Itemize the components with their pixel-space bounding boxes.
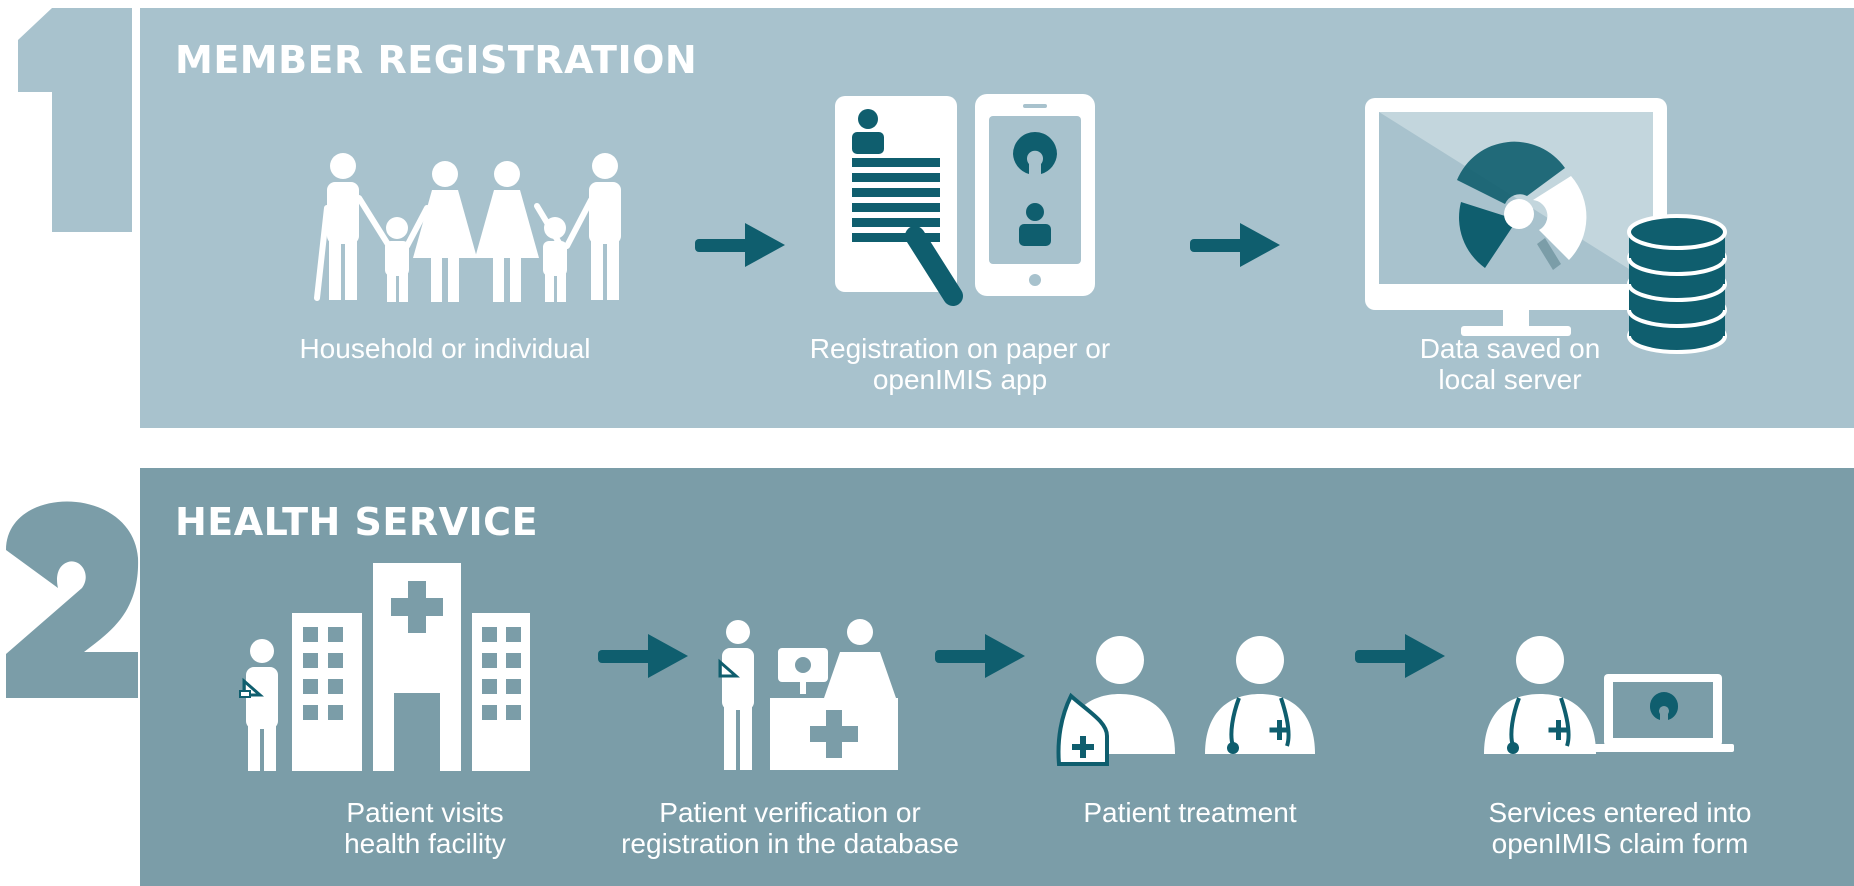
reception-desk-icon — [718, 619, 898, 770]
patient-and-doctor-icon — [1056, 636, 1315, 766]
arrow-right-icon — [935, 634, 1025, 678]
step-label: Services entered into openIMIS claim for… — [1488, 797, 1752, 859]
health-service-panel: HEALTH SERVICE Patient visits health fac… — [140, 468, 1854, 886]
section-title: HEALTH SERVICE — [175, 500, 539, 544]
step-label: Patient treatment — [1083, 797, 1297, 828]
member-registration-panel: MEMBER REGISTRATION — [140, 8, 1854, 428]
arrow-right-icon — [695, 223, 785, 267]
arrow-right-icon — [598, 634, 688, 678]
section-number-2 — [6, 501, 139, 698]
monitor-and-database-icon — [1365, 98, 1727, 354]
arrow-right-icon — [1190, 223, 1280, 267]
step-label: Patient verification or registration in … — [621, 797, 959, 859]
step-label: Patient visits health facility — [344, 797, 506, 859]
step-label: Registration on paper or openIMIS app — [809, 333, 1111, 395]
section-number-1 — [18, 8, 132, 232]
paper-form-and-tablet-icon — [835, 94, 1095, 306]
step-label: Household or individual — [299, 333, 591, 364]
section-title: MEMBER REGISTRATION — [175, 38, 698, 82]
arrow-right-icon — [1355, 634, 1445, 678]
patient-and-hospital-icon — [239, 563, 530, 771]
family-icon — [314, 153, 621, 302]
step-label: Data saved on local server — [1419, 333, 1601, 395]
doctor-and-laptop-icon — [1484, 636, 1734, 754]
